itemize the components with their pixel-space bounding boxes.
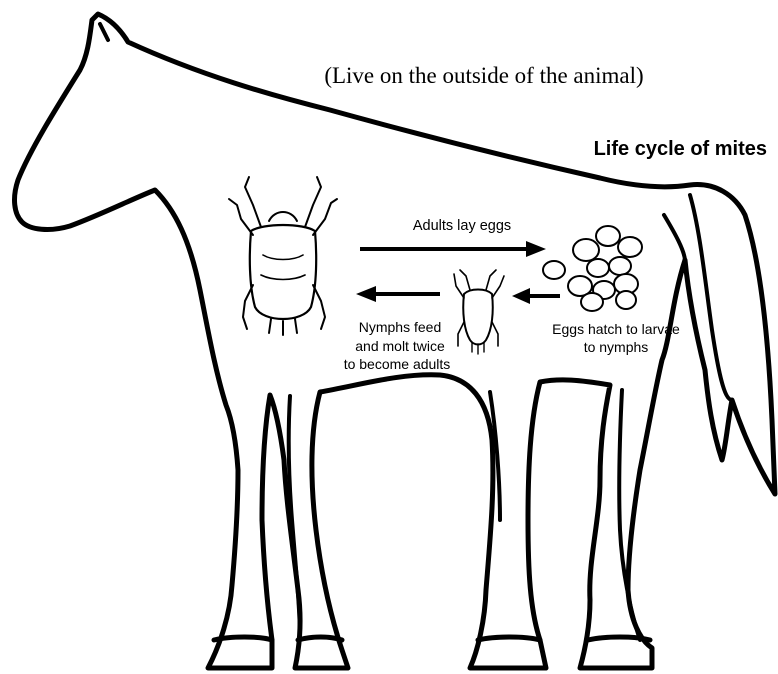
adult-mite-icon (229, 177, 337, 335)
label-eggs-line2: to nymphs (584, 339, 649, 355)
label-nymphs-line3: to become adults (344, 356, 451, 372)
egg-cluster-icon (543, 226, 642, 311)
subtitle: (Live on the outside of the animal) (324, 63, 643, 88)
arrow-nymph-to-adult (356, 286, 440, 302)
label-eggs-line1: Eggs hatch to larvae (552, 321, 680, 337)
arrow-label-adults-lay-eggs: Adults lay eggs (413, 218, 511, 234)
label-nymphs-line2: and molt twice (355, 338, 445, 354)
nymph-mite-icon (454, 270, 504, 354)
arrow-eggs-to-nymph (512, 288, 560, 304)
label-nymphs-line1: Nymphs feed (359, 319, 441, 335)
diagram-title: Life cycle of mites (594, 138, 767, 160)
arrow-adults-lay-eggs (360, 241, 546, 257)
